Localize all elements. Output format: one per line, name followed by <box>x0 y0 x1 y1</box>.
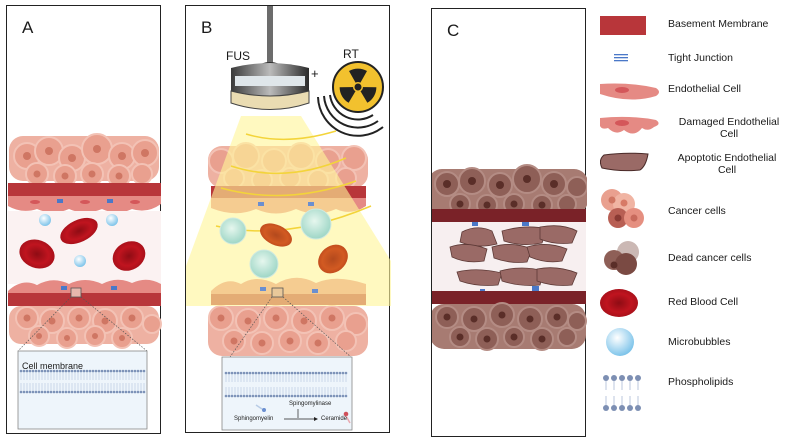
product-label: Ceramide <box>321 416 348 422</box>
rt-label: RT <box>343 47 359 61</box>
lipid-bilayer <box>224 371 348 398</box>
panel-b: B FUS RT + <box>185 5 391 433</box>
legend-icons <box>600 16 659 411</box>
basement-membrane-icon <box>600 16 646 35</box>
microbubble <box>219 217 247 245</box>
substrate-label: Sphingomyelin <box>234 416 274 422</box>
panel-b-illustration <box>186 6 391 431</box>
panel-c-illustration <box>432 164 587 351</box>
red-blood-cell <box>318 244 348 274</box>
red-blood-cell-icon <box>600 289 638 317</box>
microbubble-icon <box>606 328 634 356</box>
endothelial-layer-bottom <box>8 279 161 293</box>
microbubble <box>74 255 86 267</box>
endothelial-cell-icon <box>600 83 659 100</box>
fus-label: FUS <box>226 49 250 63</box>
zoom-box <box>70 287 82 298</box>
apoptotic-endothelial-cell-icon <box>600 152 649 172</box>
damaged-endothelial-cell-icon <box>600 116 659 134</box>
endothelial-layer-top <box>8 196 161 213</box>
zoom-box <box>271 287 284 298</box>
basement-membrane-top <box>8 183 161 196</box>
dead-cancer-layer-bottom <box>432 302 587 351</box>
tight-junctions-top <box>57 199 113 203</box>
red-blood-cell <box>112 241 146 271</box>
cancer-cells-icon <box>601 189 644 228</box>
panel-b-label: B <box>201 18 213 37</box>
dead-cancer-layer-top <box>432 164 587 216</box>
panel-c: C <box>431 8 587 437</box>
radiation-icon <box>317 61 384 137</box>
microbubble <box>39 214 51 226</box>
panel-a-illustration <box>8 133 162 430</box>
microbubble <box>300 208 332 240</box>
panel-a-label: A <box>22 18 34 37</box>
fus-transducer-icon <box>230 6 310 110</box>
legend: Basement Membrane Tight Junction Endothe… <box>600 0 788 442</box>
basement-membrane-bottom <box>432 291 586 304</box>
panel-a: A <box>6 5 162 434</box>
cancer-cell-layer-bottom <box>208 305 368 356</box>
red-blood-cell <box>260 223 292 247</box>
red-blood-cell <box>19 239 55 269</box>
lipid-bilayer <box>19 369 146 394</box>
dead-cancer-cells-icon <box>604 241 639 275</box>
tight-junction-icon <box>614 54 628 62</box>
microbubble <box>249 249 279 279</box>
cell-membrane-inset <box>17 350 148 430</box>
red-blood-cell <box>60 217 98 245</box>
microbubble <box>106 214 118 226</box>
tight-junctions-bottom <box>61 286 117 290</box>
panel-c-label: C <box>447 21 460 40</box>
enzyme-label: Spingomylinase <box>289 401 332 407</box>
cancer-cell-layer-bottom <box>9 306 162 349</box>
cancer-cell-layer-top <box>9 133 159 188</box>
plus-sign: + <box>311 66 319 81</box>
phospholipids-icon <box>603 375 641 411</box>
inset-title: Cell membrane <box>22 361 84 371</box>
apoptotic-endothelial-cells <box>449 225 578 286</box>
basement-membrane-top <box>432 209 586 222</box>
